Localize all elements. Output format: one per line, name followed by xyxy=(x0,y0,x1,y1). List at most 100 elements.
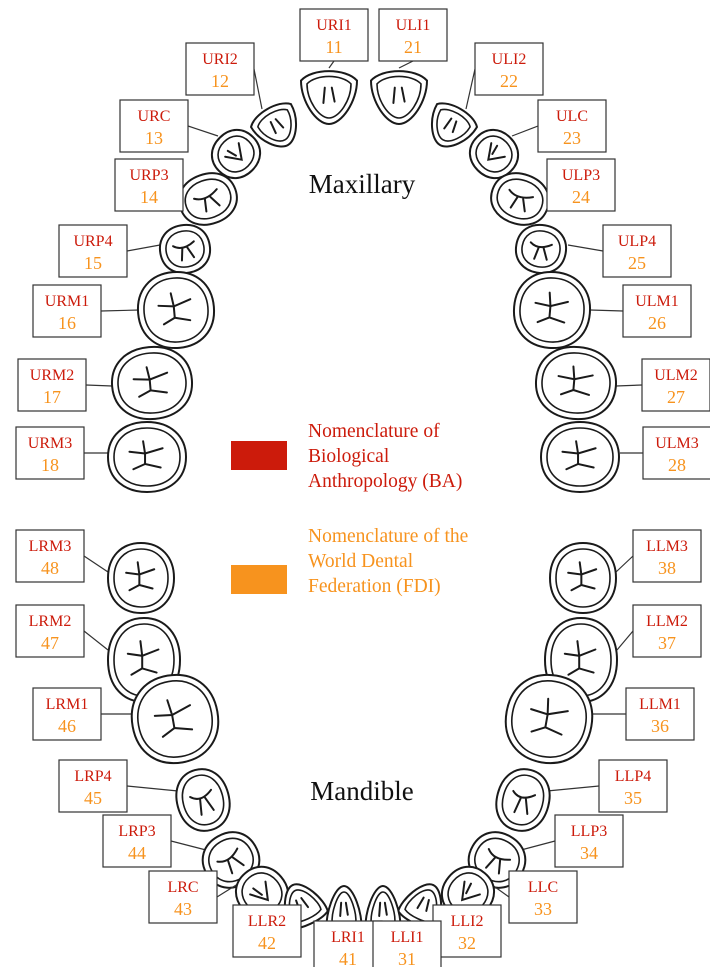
ba-code-urm2: URM2 xyxy=(30,367,74,384)
fdi-legend-line-1: Nomenclature of the xyxy=(308,526,468,547)
fdi-code-17: 17 xyxy=(43,387,61,407)
fdi-code-48: 48 xyxy=(41,558,59,578)
fdi-legend-line-3: Federation (FDI) xyxy=(308,576,441,597)
fdi-code-16: 16 xyxy=(58,313,76,333)
tooth-uri1 xyxy=(299,70,359,126)
fdi-code-37: 37 xyxy=(658,633,676,653)
label-urm3: URM3 18 xyxy=(15,426,85,480)
fdi-code-32: 32 xyxy=(458,933,476,953)
ba-legend-line-2: Biological xyxy=(308,446,390,467)
ba-code-lri1: LRI1 xyxy=(331,929,365,946)
fdi-code-38: 38 xyxy=(658,558,676,578)
tooth-llp4 xyxy=(495,768,551,832)
fdi-legend-line-2: World Dental xyxy=(308,551,414,572)
fdi-color-swatch xyxy=(231,565,287,594)
fdi-code-45: 45 xyxy=(84,788,102,808)
leader-line-ulm2 xyxy=(615,384,643,387)
tooth-urc xyxy=(210,128,262,180)
ba-code-ulc: ULC xyxy=(556,108,588,125)
fdi-code-24: 24 xyxy=(572,187,590,207)
ba-code-lli2: LLI2 xyxy=(451,913,484,930)
fdi-code-27: 27 xyxy=(667,387,685,407)
fdi-code-26: 26 xyxy=(648,313,666,333)
fdi-code-14: 14 xyxy=(140,187,158,207)
label-urc: URC 13 xyxy=(119,99,189,153)
label-uri2: URI2 12 xyxy=(185,42,255,96)
ba-code-ulp3: ULP3 xyxy=(562,167,600,184)
fdi-code-22: 22 xyxy=(500,71,518,91)
ba-code-urp4: URP4 xyxy=(73,233,112,250)
ba-code-lrm3: LRM3 xyxy=(29,538,72,555)
label-lrc: LRC 43 xyxy=(148,870,218,924)
ba-code-uri2: URI2 xyxy=(202,51,238,68)
ba-color-swatch xyxy=(231,441,287,470)
leader-line-lrm3 xyxy=(83,555,109,573)
teeth-layer xyxy=(83,60,643,948)
ba-code-llr2: LLR2 xyxy=(248,913,286,930)
tooth-urm3 xyxy=(106,420,188,494)
ba-code-llp4: LLP4 xyxy=(615,768,651,785)
tooth-ulm2 xyxy=(535,345,617,421)
leader-line-llm2 xyxy=(616,630,634,651)
ba-code-lrm1: LRM1 xyxy=(46,696,89,713)
label-lrm3: LRM3 48 xyxy=(15,529,85,583)
leader-line-urm1 xyxy=(100,309,141,312)
ba-code-ulm1: ULM1 xyxy=(635,293,679,310)
label-uli2: ULI2 22 xyxy=(474,42,544,96)
ba-code-lrm2: LRM2 xyxy=(29,613,72,630)
label-ulm1: ULM1 26 xyxy=(622,284,692,338)
fdi-code-43: 43 xyxy=(174,899,192,919)
ba-code-urc: URC xyxy=(138,108,171,125)
ba-legend-line-1: Nomenclature of xyxy=(308,421,440,442)
tooth-urm1 xyxy=(137,271,215,349)
fdi-code-41: 41 xyxy=(339,949,357,967)
leader-line-urp4 xyxy=(126,244,161,252)
ba-code-ulm3: ULM3 xyxy=(655,435,699,452)
leader-line-ulc xyxy=(511,125,539,137)
ba-code-ulm2: ULM2 xyxy=(654,367,698,384)
fdi-code-34: 34 xyxy=(580,843,598,863)
mandible-title: Mandible xyxy=(310,776,413,806)
tooth-ulp4 xyxy=(514,223,568,275)
ba-code-llp3: LLP3 xyxy=(571,823,607,840)
ba-code-lrp3: LRP3 xyxy=(118,823,155,840)
fdi-code-13: 13 xyxy=(145,128,163,148)
fdi-code-18: 18 xyxy=(41,455,59,475)
fdi-code-44: 44 xyxy=(128,843,146,863)
fdi-code-12: 12 xyxy=(211,71,229,91)
ba-code-lrc: LRC xyxy=(167,879,198,896)
label-llp4: LLP4 35 xyxy=(598,759,668,813)
leader-line-lrp4 xyxy=(126,785,179,792)
leader-line-ulp4 xyxy=(567,244,604,252)
label-ulp4: ULP4 25 xyxy=(602,224,672,278)
fdi-code-25: 25 xyxy=(628,253,646,273)
label-layer: URI111URI212URC13URP314URP415URM116URM21… xyxy=(15,8,710,967)
tooth-urp4 xyxy=(158,223,212,275)
leader-line-llm3 xyxy=(615,555,634,573)
tooth-uli2 xyxy=(431,102,479,148)
ba-code-uli2: ULI2 xyxy=(492,51,527,68)
tooth-ulm3 xyxy=(539,420,621,494)
ba-code-lrp4: LRP4 xyxy=(74,768,111,785)
leader-line-uri1 xyxy=(328,60,335,69)
tooth-ulm1 xyxy=(513,271,591,349)
fdi-code-11: 11 xyxy=(325,37,342,57)
fdi-code-35: 35 xyxy=(624,788,642,808)
ba-code-ulp4: ULP4 xyxy=(618,233,656,250)
ba-code-llc: LLC xyxy=(528,879,558,896)
ba-code-urm3: URM3 xyxy=(28,435,72,452)
